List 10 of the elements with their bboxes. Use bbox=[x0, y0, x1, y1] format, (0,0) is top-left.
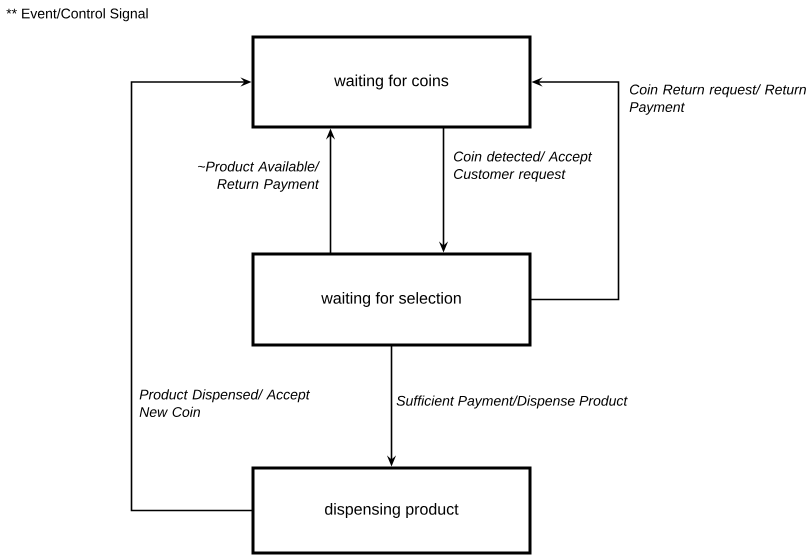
edge-label: ~Product Available/ Return Payment bbox=[198, 161, 320, 192]
edge-label: Coin detected/ Accept Customer request bbox=[454, 151, 592, 182]
note-text: ** Event/Control Signal bbox=[6, 8, 148, 22]
edge-label: Product Dispensed/ Accept New Coin bbox=[140, 389, 310, 417]
state-box: dispensing product bbox=[252, 466, 532, 554]
state-box: waiting for coins bbox=[252, 36, 532, 128]
edge-label: Sufficient Payment/Dispense Product bbox=[396, 395, 628, 409]
edge-label: Coin Return request/ Return Payment bbox=[630, 84, 806, 115]
state-box: waiting for selection bbox=[252, 252, 532, 346]
arrow bbox=[130, 77, 252, 512]
